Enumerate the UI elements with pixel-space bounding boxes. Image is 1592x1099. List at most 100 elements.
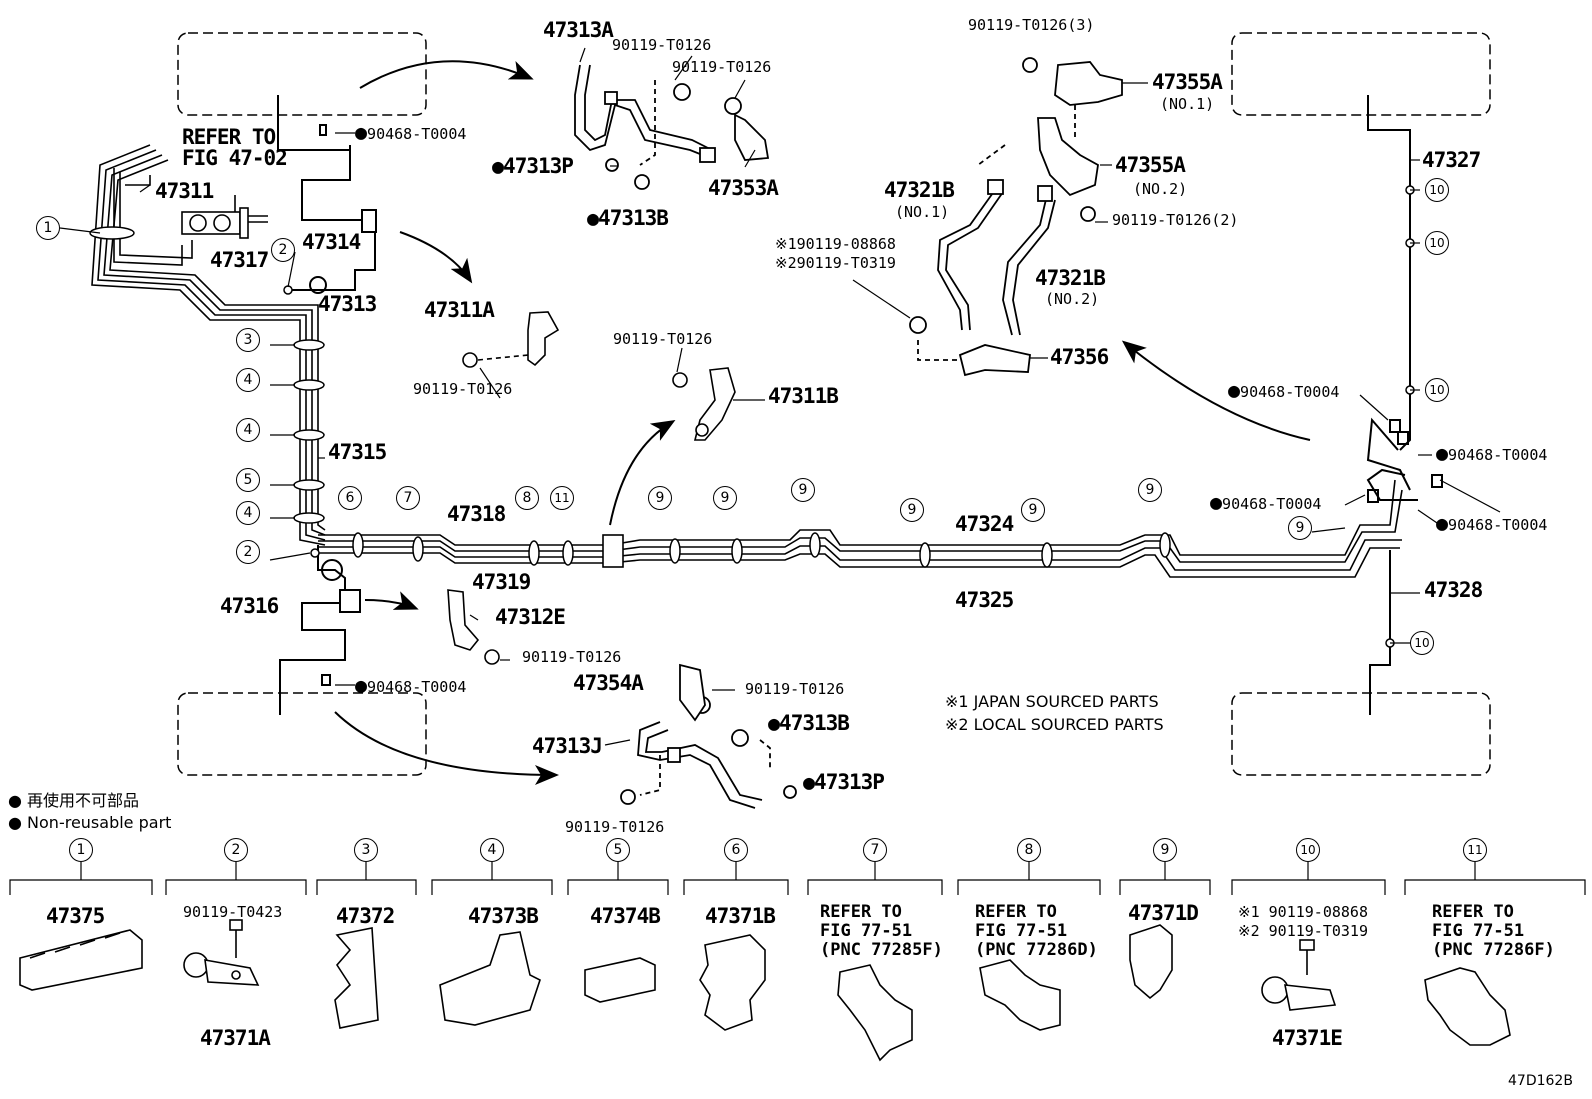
callout-circle-9: 9 [900, 498, 924, 522]
legend-en: ● Non-reusable part [8, 813, 172, 832]
cat-11-line3: (PNC 77286F) [1432, 940, 1555, 960]
note-local-sourced: ※2 LOCAL SOURCED PARTS [945, 715, 1164, 734]
part-47314: 47314 [302, 230, 361, 254]
cat-90119-T0423: 90119-T0423 [183, 903, 283, 921]
part-90119-T0126-3: 90119-T0126(3) [968, 16, 1095, 34]
cat-11-line1: REFER TO [1432, 902, 1514, 922]
part-47318: 47318 [447, 502, 506, 526]
callout-circle-4: 4 [480, 838, 504, 862]
callout-circle-10: 10 [1425, 178, 1449, 202]
part-47353A: 47353A [708, 176, 779, 200]
callout-circle-6: 6 [724, 838, 748, 862]
callout-circle-7: 7 [863, 838, 887, 862]
cat-8-line1: REFER TO [975, 902, 1057, 922]
callout-circle-4: 4 [236, 501, 260, 525]
part-47313B-low: 47313B [768, 713, 850, 734]
arrow-47312E [364, 591, 419, 610]
bracket-47311A [462, 311, 560, 368]
part-47375-drawing [19, 929, 143, 991]
part-47313: 47313 [318, 292, 377, 316]
hose-47313J [620, 663, 797, 809]
part-47321B-no2: 47321B [1035, 266, 1106, 290]
part-47371D-drawing [1129, 924, 1173, 1000]
no2-label-b: (NO.2) [1045, 290, 1100, 308]
catalog-part-drawings [19, 919, 1511, 1062]
part-77286F-drawing [1424, 967, 1511, 1046]
arrow-47356 [1121, 340, 1311, 441]
part-47316: 47316 [220, 594, 279, 618]
callout-circle-9: 9 [1288, 516, 1312, 540]
cat-7-line2: FIG 77-51 [820, 921, 913, 941]
callout-circle-9: 9 [1153, 838, 1177, 862]
cat-47372: 47372 [336, 904, 395, 928]
arrow-47311B [609, 419, 676, 526]
ref-box-bottom-right [1231, 692, 1491, 776]
part-47374B-drawing [584, 957, 656, 1003]
figure-id: 47D162B [1508, 1073, 1573, 1089]
callout-circle-2: 2 [271, 238, 295, 262]
callout-circle-2: 2 [224, 838, 248, 862]
part-90119-T0126-g: 90119-T0126 [565, 818, 665, 836]
callout-circle-4: 4 [236, 418, 260, 442]
callout-circle-11: 11 [1463, 838, 1487, 862]
catalog-brackets [9, 862, 1586, 895]
part-90468-right-1: 90468-T0004 [1228, 380, 1339, 400]
flow-arrows [334, 60, 1311, 785]
callout-circle-7: 7 [396, 486, 420, 510]
part-90468-right-3: 90468-T0004 [1210, 492, 1321, 512]
part-47313P-low: 47313P [803, 772, 885, 793]
arrow-top-left [359, 60, 534, 89]
callout-circle-5: 5 [606, 838, 630, 862]
part-47311: 47311 [155, 179, 214, 203]
cat-47375: 47375 [46, 904, 105, 928]
refer-to-label: REFER TO [182, 125, 276, 149]
leader-lines [59, 47, 1501, 746]
part-90119-T0126-f: 90119-T0126 [745, 680, 845, 698]
part-47321B-no1: 47321B [884, 178, 955, 202]
part-90119-T0126-d: 90119-T0126 [613, 330, 713, 348]
part-47311A: 47311A [424, 298, 495, 322]
note1-part-number: ※190119-08868 [775, 235, 896, 253]
valve-47311 [181, 195, 268, 239]
arrow-47314 [399, 231, 473, 284]
part-47356: 47356 [1050, 345, 1109, 369]
part-47372-drawing [334, 927, 379, 1029]
part-47355A-no2: 47355A [1115, 153, 1186, 177]
part-90119-T0126-2: 90119-T0126(2) [1112, 211, 1239, 229]
cat-7-line3: (PNC 77285F) [820, 940, 943, 960]
part-90119-T0126-c: 90119-T0126 [413, 380, 513, 398]
callout-circle-1: 1 [69, 838, 93, 862]
part-77285F-drawing [837, 964, 913, 1062]
callout-circle-4: 4 [236, 368, 260, 392]
note-japan-sourced: ※1 JAPAN SOURCED PARTS [945, 692, 1159, 711]
no1-label-a: (NO.1) [1160, 95, 1215, 113]
cat-47371A: 47371A [200, 1026, 271, 1050]
cat-47371B: 47371B [705, 904, 776, 928]
part-90468-right-4: 90468-T0004 [1436, 513, 1547, 533]
no2-label-a: (NO.2) [1133, 180, 1188, 198]
hose-47313A [574, 64, 770, 190]
part-47311B: 47311B [768, 384, 839, 408]
callout-circle-9: 9 [791, 478, 815, 502]
fig-47-02-label: FIG 47-02 [182, 146, 288, 170]
ref-box-top-right [1231, 32, 1491, 116]
cat-8-line3: (PNC 77286D) [975, 940, 1098, 960]
cat-47373B: 47373B [468, 904, 539, 928]
dashed-reference-boxes [177, 32, 1491, 776]
part-90119-T0126-b: 90119-T0126 [672, 58, 772, 76]
part-90119-T0126-e: 90119-T0126 [522, 648, 622, 666]
cat-8-line2: FIG 77-51 [975, 921, 1068, 941]
callout-circle-6: 6 [338, 486, 362, 510]
lines-47327-47328 [1366, 95, 1443, 715]
no1-label-b: (NO.1) [895, 203, 950, 221]
arrow-bottom-left [334, 711, 559, 785]
legend-jp: ● 再使用不可部品 [8, 791, 140, 810]
callout-circle-3: 3 [354, 838, 378, 862]
part-77286D-drawing [979, 959, 1061, 1031]
part-90468-low-left: 90468-T0004 [355, 675, 466, 695]
lines-47316 [279, 545, 361, 715]
callout-circle-9: 9 [1021, 498, 1045, 522]
note2-part-number: ※290119-T0319 [775, 254, 896, 272]
part-47373B-drawing [439, 931, 541, 1026]
